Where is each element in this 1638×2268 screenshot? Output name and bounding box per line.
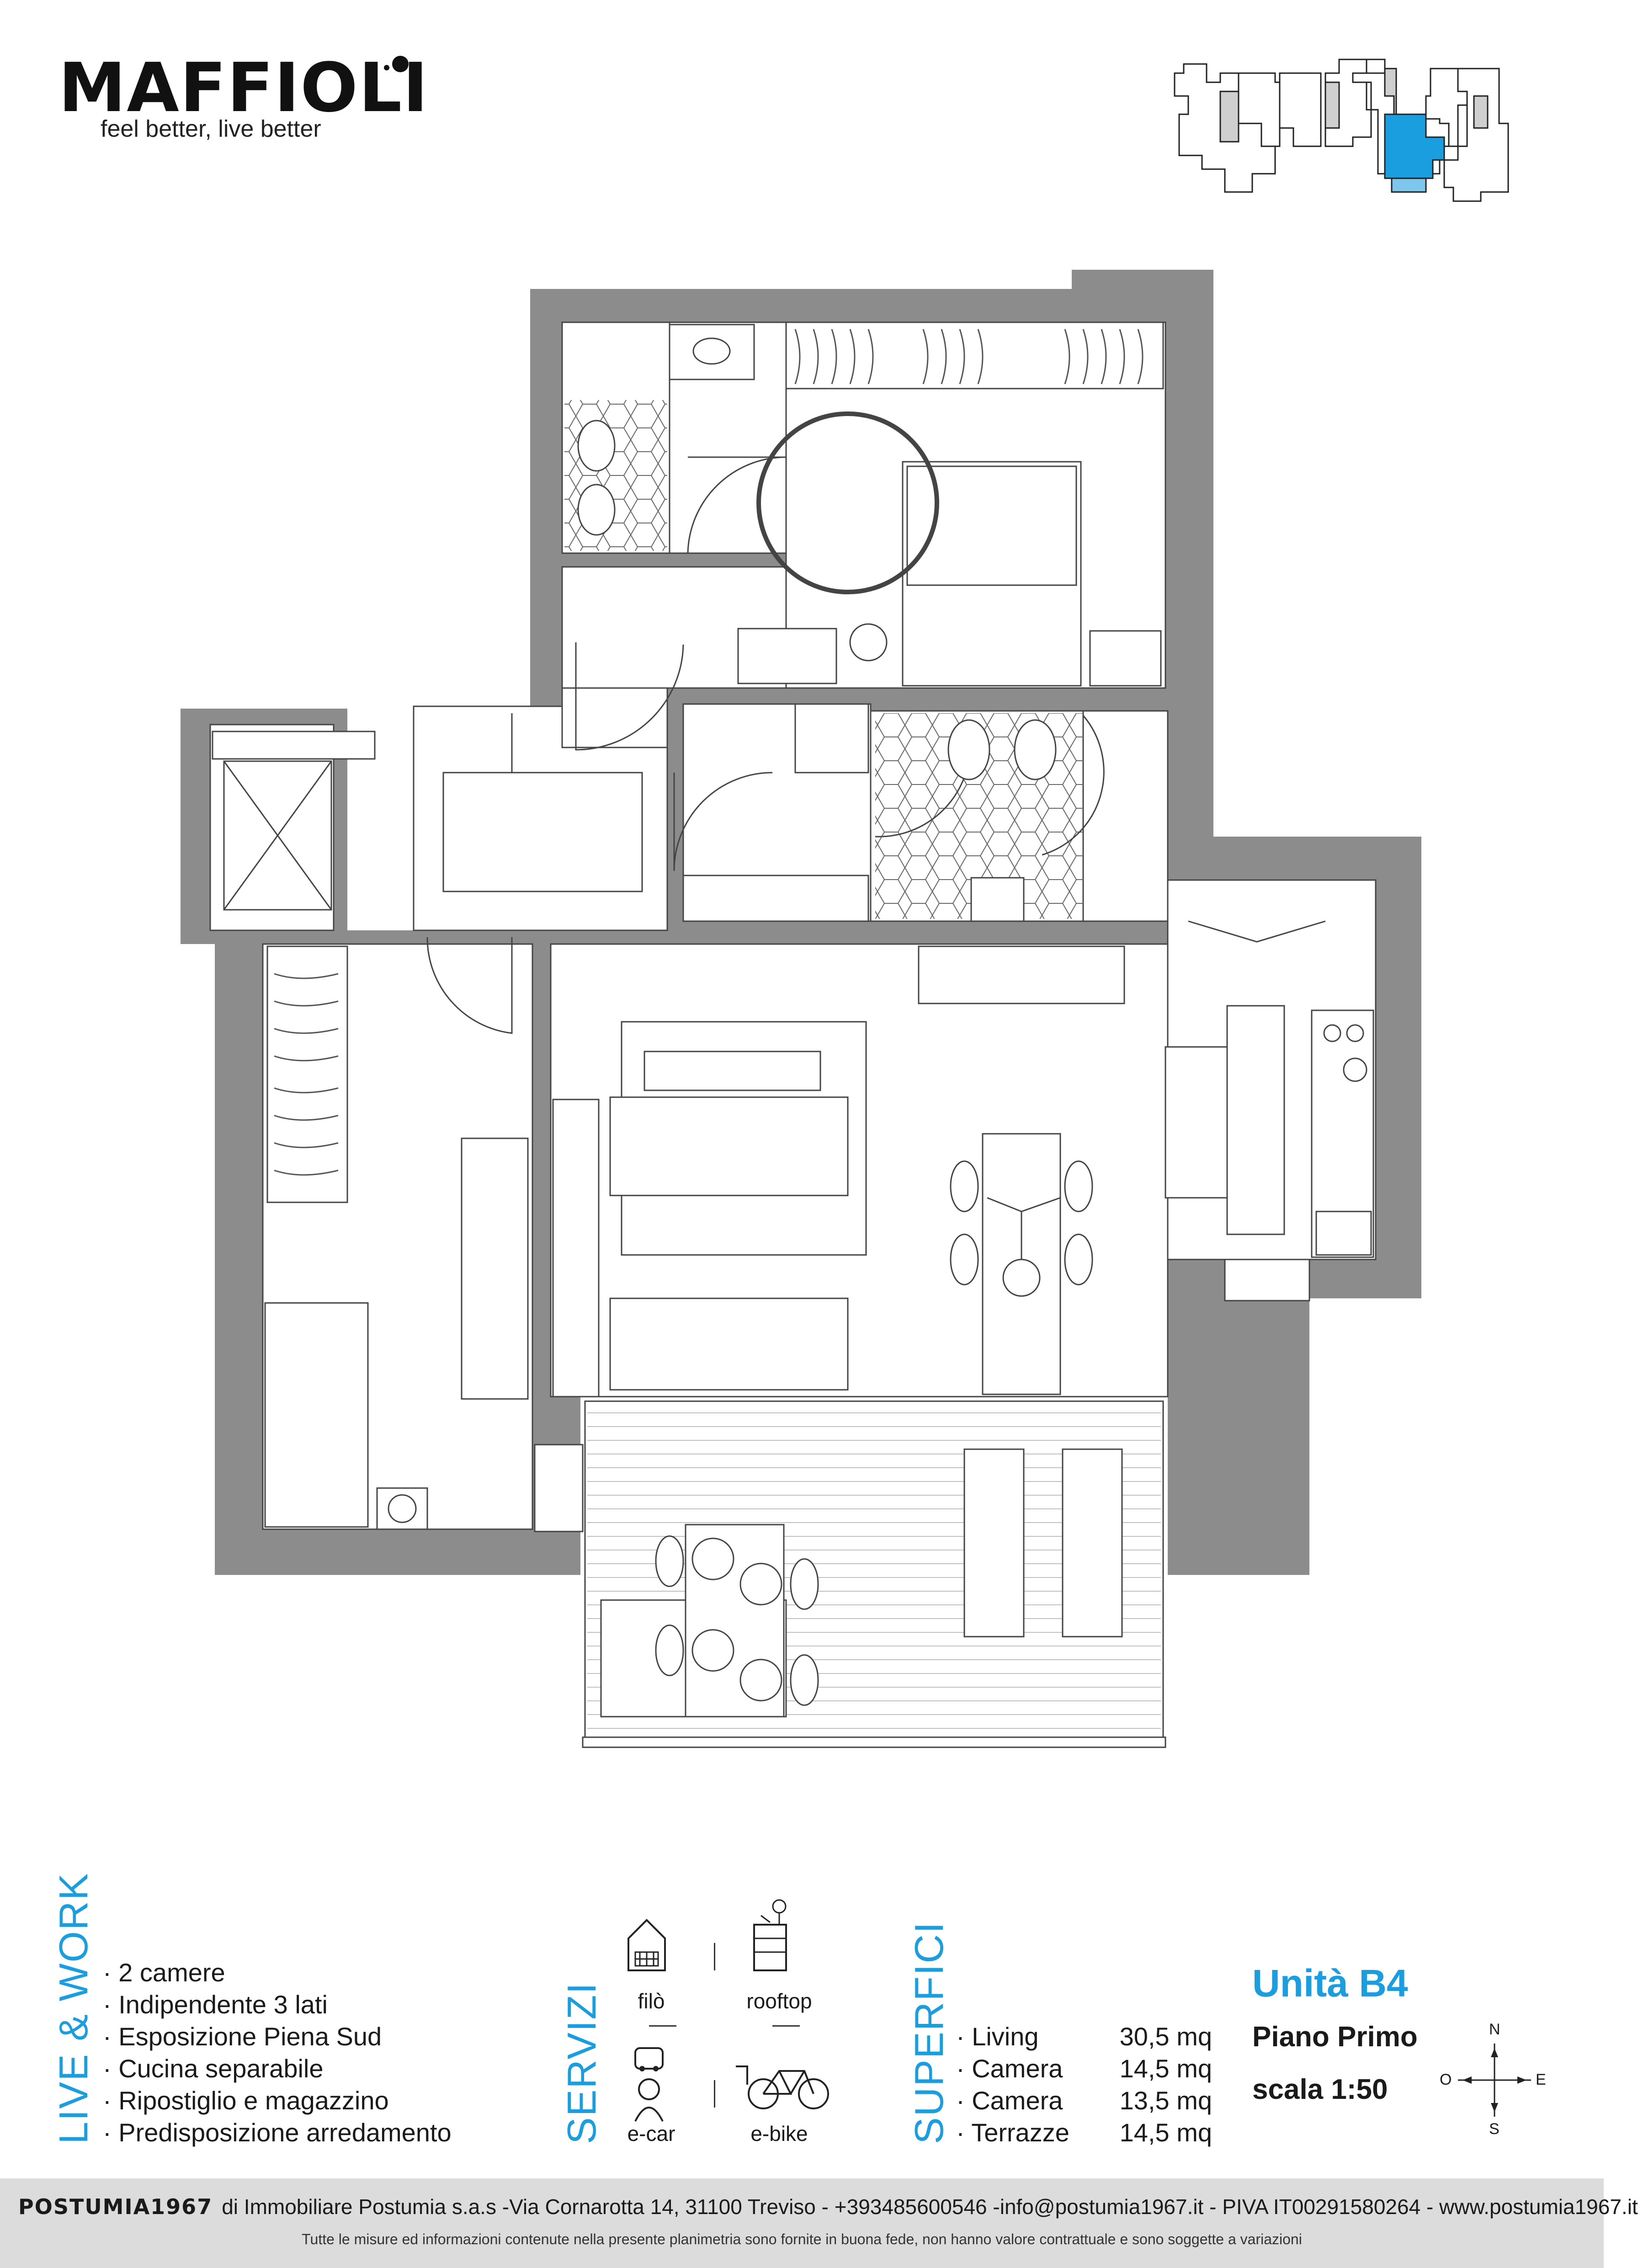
service-e-car-label: e-car xyxy=(627,2122,675,2145)
brand-dots-icon xyxy=(384,56,409,72)
divider xyxy=(649,2025,676,2027)
compass-west: O xyxy=(1440,2071,1452,2088)
compass-south: S xyxy=(1489,2120,1500,2138)
feature-item: 2 camere xyxy=(103,1957,452,1989)
divider xyxy=(714,1943,715,1970)
feature-item: Indipendente 3 lati xyxy=(103,1989,452,2021)
service-e-bike-label: e-bike xyxy=(750,2122,808,2145)
e-bike-icon xyxy=(736,2065,829,2109)
brand-logo: MAFFIOLI xyxy=(58,48,429,127)
filo-icon xyxy=(628,1919,666,1971)
service-rooftop-label: rooftop xyxy=(746,1989,812,2013)
unit-floor: Piano Primo xyxy=(1252,2021,1418,2053)
compass-east: E xyxy=(1536,2071,1546,2088)
unit-title: Unità B4 xyxy=(1252,1962,1408,2005)
divider xyxy=(714,2080,715,2108)
feature-item: Predisposizione arredamento xyxy=(103,2117,451,2149)
footer-company: POSTUMIA1967 xyxy=(18,2194,213,2219)
divider xyxy=(772,2025,800,2027)
footer-details: di Immobiliare Postumia s.a.s -Via Corna… xyxy=(222,2195,1638,2219)
rooftop-icon xyxy=(753,1899,787,1971)
tagline: feel better, live better xyxy=(101,116,321,142)
unit-scale: scala 1:50 xyxy=(1252,2074,1388,2105)
feature-item: Cucina separabile xyxy=(103,2053,452,2085)
keyplan-map xyxy=(1174,59,1509,202)
features-list: 2 camere Indipendente 3 lati Esposizione… xyxy=(103,1957,452,2149)
floor-plan xyxy=(181,270,1421,1748)
footer-disclaimer: Tutte le misure ed informazioni contenut… xyxy=(302,2231,1302,2247)
e-car-icon xyxy=(634,2047,664,2122)
compass-icon: N S O E xyxy=(1440,2021,1549,2140)
service-filo-label: filò xyxy=(638,1989,665,2013)
feature-item: Ripostiglio e magazzino xyxy=(103,2085,452,2117)
feature-item: Esposizione Piena Sud xyxy=(103,2021,452,2053)
footer-contact: POSTUMIA1967 di Immobiliare Postumia s.a.… xyxy=(18,2194,1638,2219)
footer-bar xyxy=(0,2178,1604,2268)
superfici-label: SUPERFICI xyxy=(906,1921,952,2144)
live-work-label: LIVE & WORK xyxy=(51,1872,96,2144)
compass-north: N xyxy=(1489,2021,1500,2038)
